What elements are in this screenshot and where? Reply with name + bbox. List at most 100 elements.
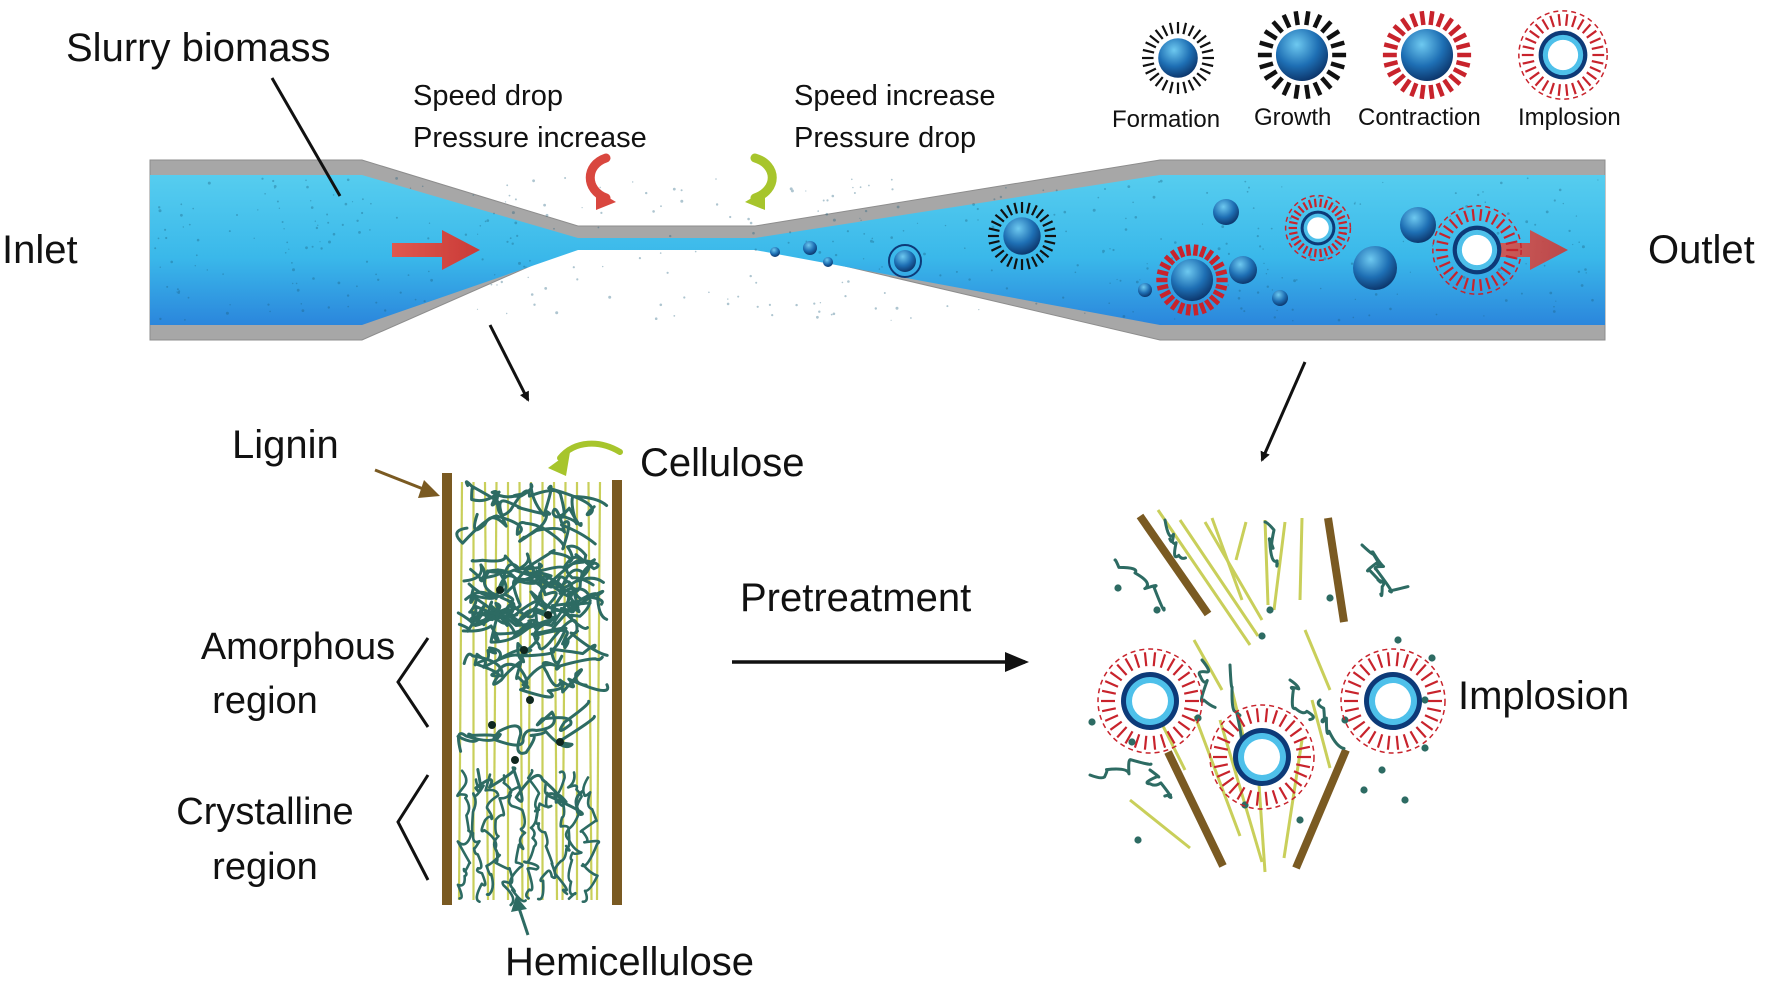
spike [1383,60,1399,68]
speckle [1578,241,1580,243]
speckle [1109,248,1111,250]
speckle [1482,191,1484,193]
spike [1312,13,1323,29]
speckle [872,240,875,243]
spike [1116,663,1128,676]
spike [1344,707,1360,713]
spike [1549,82,1555,95]
hemicellulose-chain [564,771,583,900]
speckle [860,219,862,221]
speckle [990,269,993,272]
spike [1245,710,1253,725]
speckle [832,218,836,222]
speckle [1227,284,1229,286]
spike [1319,198,1323,208]
spike [1159,289,1172,299]
speckle [993,198,996,201]
fragment-dot [1428,654,1436,662]
spike [1006,204,1013,216]
spike [1293,770,1308,778]
speckle [532,179,535,183]
speckle [545,213,549,217]
spike [1428,84,1435,100]
spike [1479,279,1483,292]
spike [1042,220,1054,227]
speckle [1402,240,1405,243]
hemicellulose-chain [475,646,604,671]
speckle [269,310,271,313]
dashed-ring [1209,704,1315,810]
spike [1192,244,1199,256]
spike [1338,220,1348,225]
speckle [1248,186,1250,189]
speckle [1534,223,1537,226]
speckle [825,212,829,216]
spike [1500,224,1511,234]
hemicellulose-chain [470,778,487,903]
tiny-bubble [823,257,833,267]
speckle [1323,257,1327,261]
speckle [768,303,772,306]
speckle [328,240,331,244]
hemicellulose-node [488,721,496,729]
spike [1044,227,1056,232]
spike [1213,745,1229,751]
spike [999,253,1009,264]
hemicellulose-chain [471,600,609,657]
spike [1297,242,1305,251]
speckle [192,207,194,210]
speckle [207,181,211,185]
bubble-body [1213,199,1239,225]
spike [1124,658,1134,672]
speckle [180,213,183,217]
speckle [1074,271,1077,274]
spike [1426,707,1442,713]
speckle [910,317,912,319]
spike [1204,249,1215,262]
spike [1334,209,1343,217]
speckle [228,230,231,233]
spike [1581,23,1592,34]
speckle [1127,185,1131,189]
lignin-fragment [1292,748,1350,870]
speckle [472,194,475,196]
spike [1455,60,1471,68]
speckle [320,247,323,250]
arrow-to-implosion-structure [1260,361,1307,462]
speckle [477,233,479,235]
speckle [159,317,162,321]
fragment-dot [1421,696,1429,704]
speckle [1273,316,1277,319]
speckle [1354,298,1357,301]
spike [1591,60,1604,65]
speckle [1580,284,1584,287]
spike [1522,45,1535,50]
speckle [944,224,947,227]
speckle [187,296,190,299]
spike [1289,776,1303,787]
spike [1400,17,1412,32]
amorphous-label-line2: region [212,680,318,722]
fragment-dot [1394,636,1402,644]
speckle [253,237,255,239]
speckle [991,225,995,229]
speckle [902,230,905,232]
spike [1448,73,1462,86]
speckle [1237,297,1241,300]
spike [1143,735,1148,750]
speckle [715,178,717,180]
spike [1196,72,1207,82]
speckle [708,291,710,294]
spike [988,240,1000,245]
spike [1263,69,1278,81]
cellulose-pointer-head [548,452,570,476]
spike [1485,210,1491,223]
speckle [1160,238,1162,240]
speckle [1454,192,1457,195]
spike [1586,29,1597,39]
spike [1149,34,1160,44]
speckle [555,311,559,315]
spike [990,220,1002,227]
spike [1571,15,1577,28]
spike [1471,279,1475,292]
